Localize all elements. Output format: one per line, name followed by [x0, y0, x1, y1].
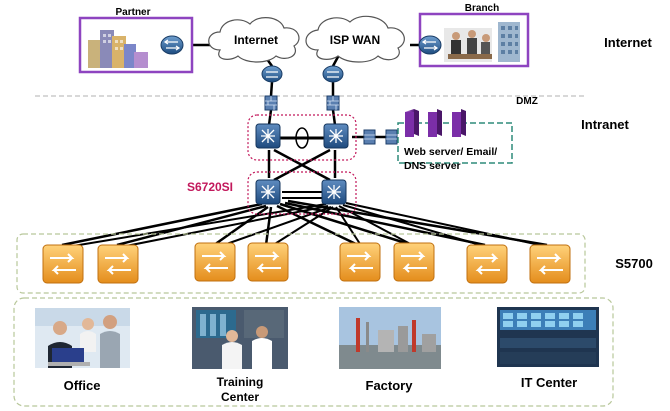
access-switch-6-icon — [393, 242, 435, 282]
office-label: Office — [64, 378, 101, 393]
branch-building-image — [498, 22, 520, 62]
access-switch-2-icon — [97, 244, 139, 284]
edge-router-left-icon — [261, 65, 283, 83]
isp-wan-cloud-label: ISP WAN — [330, 33, 380, 47]
dmz-firewall-2-icon — [385, 129, 398, 145]
core-switch-left-icon — [255, 123, 281, 149]
stack-link-icon — [295, 127, 309, 149]
s6720si-frame — [247, 171, 357, 215]
servers-label-line1: Web server/ Email/ — [404, 146, 497, 158]
partner-buildings-image — [88, 30, 148, 68]
servers-label-line2: DNS server — [404, 160, 461, 172]
training-label-line1: Training — [217, 375, 264, 389]
agg-switch-left-icon — [255, 179, 281, 205]
it-center-photo — [497, 307, 599, 367]
access-switches — [42, 242, 571, 284]
internet-cloud-icon — [208, 17, 300, 63]
s6720si-label: S6720SI — [187, 180, 233, 194]
partner-router-icon — [160, 35, 184, 55]
it-center-label: IT Center — [521, 375, 577, 390]
zone-label-s5700: S5700 — [615, 256, 653, 271]
server-2-icon — [428, 109, 442, 137]
branch-router-icon — [418, 35, 442, 55]
training-label-line2: Center — [221, 390, 259, 404]
factory-label: Factory — [366, 378, 414, 393]
access-switch-7-icon — [466, 244, 508, 284]
internet-cloud-label: Internet — [234, 33, 278, 47]
access-switch-4-icon — [247, 242, 289, 282]
branch-label: Branch — [465, 3, 499, 14]
core-switch-right-icon — [323, 123, 349, 149]
access-switch-8-icon — [529, 244, 571, 284]
isp-wan-cloud-icon — [305, 15, 405, 63]
zone-label-intranet: Intranet — [581, 117, 629, 132]
edge-router-right-icon — [322, 65, 344, 83]
server-1-icon — [405, 109, 419, 137]
server-3-icon — [452, 109, 466, 137]
firewall-left-icon — [264, 95, 278, 111]
access-switch-5-icon — [339, 242, 381, 282]
zone-label-dmz: DMZ — [516, 96, 538, 107]
office-photo — [35, 308, 130, 368]
user-areas-frame — [13, 297, 614, 407]
firewall-right-icon — [326, 95, 340, 111]
core-layer-frame — [247, 114, 357, 161]
agg-switch-right-icon — [321, 179, 347, 205]
access-switch-3-icon — [194, 242, 236, 282]
access-layer-frame — [16, 233, 586, 294]
access-switch-1-icon — [42, 244, 84, 284]
branch-people-image — [444, 28, 492, 62]
dmz-firewall-1-icon — [363, 129, 376, 145]
network-links — [61, 43, 550, 248]
partner-label: Partner — [115, 7, 150, 18]
zone-label-internet: Internet — [604, 35, 652, 50]
factory-photo — [339, 307, 441, 369]
training-center-photo — [192, 307, 288, 369]
